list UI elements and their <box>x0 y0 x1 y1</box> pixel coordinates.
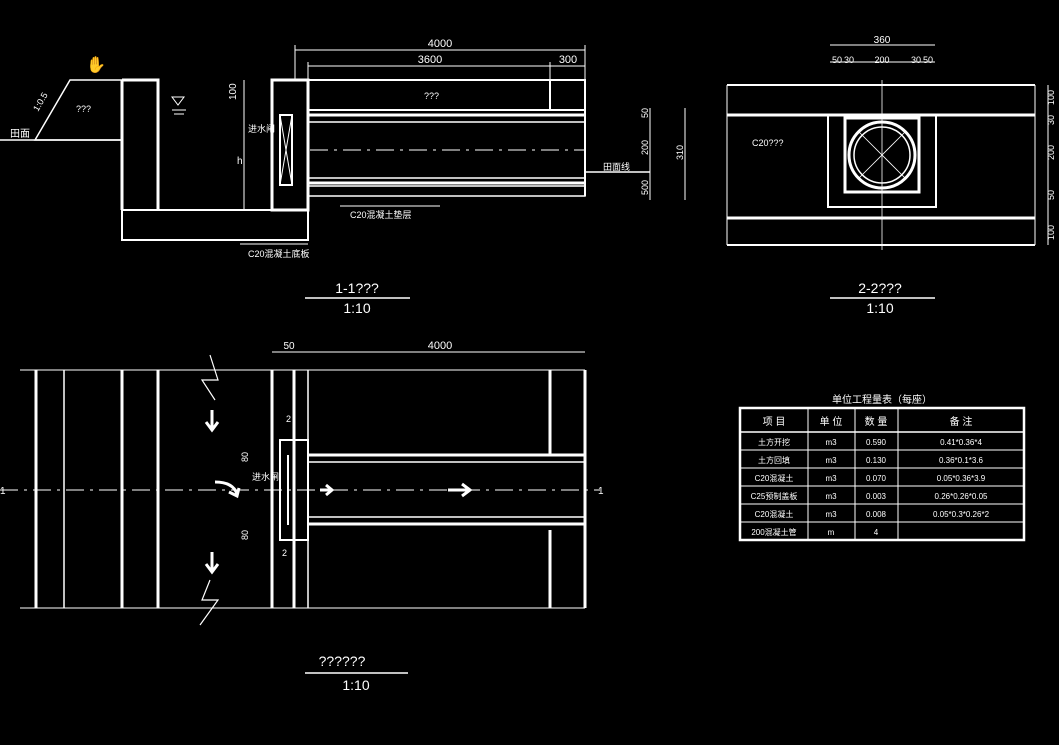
c20-top-label: C20混凝土垫层 <box>350 209 412 220</box>
cell: 土方回填 <box>758 455 790 465</box>
plan-dim-80-a: 80 <box>240 452 250 462</box>
dim-part-1: 50 <box>832 55 842 65</box>
hand-icon: ✋ <box>86 55 106 74</box>
c20-label: C20??? <box>752 138 784 148</box>
section-2-scale: 1:10 <box>866 300 893 316</box>
culvert-box <box>827 114 937 208</box>
dim-300: 300 <box>559 54 577 66</box>
dim-100: 100 <box>228 83 239 100</box>
section-1-scale: 1:10 <box>343 300 370 316</box>
table-title: 单位工程量表（每座） <box>832 393 932 406</box>
table-row: C25预制盖板 m3 0.003 0.26*0.26*0.05 <box>751 491 988 501</box>
cell: 0.003 <box>866 492 887 501</box>
cell: m3 <box>825 510 837 519</box>
cell: 0.590 <box>866 438 887 447</box>
slope-label: 1:0.5 <box>31 91 50 113</box>
cell: 4 <box>874 528 879 537</box>
cell: 0.05*0.36*3.9 <box>937 474 986 483</box>
plan-dim-4000: 4000 <box>428 340 452 352</box>
dim-part-5: 50 <box>923 55 933 65</box>
dim-360: 360 <box>874 35 891 46</box>
quantity-table: 单位工程量表（每座） 项 目 单 位 数 量 备 注 土方开挖 m3 0.590… <box>738 393 1026 542</box>
cell: C20混凝土 <box>755 509 794 519</box>
field-label-right: 田面线 <box>603 161 630 172</box>
cell: C25预制盖板 <box>751 491 798 501</box>
cell: m3 <box>825 456 837 465</box>
field-label-left: 田面 <box>10 129 30 140</box>
fill-label: ??? <box>76 104 91 114</box>
header-qty: 数 量 <box>865 415 888 428</box>
section-1-dimensions <box>294 45 586 80</box>
cell: m3 <box>825 474 837 483</box>
header-item: 项 目 <box>763 416 786 428</box>
table-row: C20混凝土 m3 0.070 0.05*0.36*3.9 <box>755 473 986 483</box>
cell: 200混凝土管 <box>751 527 796 537</box>
dim-right-4: 200 <box>1046 145 1056 160</box>
plan-gate-label: 进水闸 <box>252 471 279 482</box>
dim-500: 500 <box>640 180 650 195</box>
c20-bottom-label: C20混凝土底板 <box>248 248 310 259</box>
dim-h: h <box>237 156 243 167</box>
gate-label: 进水闸 <box>248 123 275 134</box>
plan-mark-2-bottom: 2 <box>282 548 287 558</box>
table-row: C20混凝土 m3 0.008 0.05*0.3*0.26*2 <box>755 509 990 519</box>
header-unit: 单 位 <box>820 415 843 428</box>
plan-mark-1-left: 1 <box>0 486 6 497</box>
cell: 土方开挖 <box>758 437 790 447</box>
dim-part-4: 30 <box>911 55 921 65</box>
plan-title: ?????? <box>319 653 366 669</box>
cell: 0.26*0.26*0.05 <box>935 492 988 501</box>
cell: C20混凝土 <box>755 473 794 483</box>
table-row: 200混凝土管 m 4 <box>751 527 878 537</box>
header-note: 备 注 <box>950 415 973 428</box>
table-row: 土方回填 m3 0.130 0.36*0.1*3.6 <box>758 455 984 465</box>
plan-scale: 1:10 <box>342 677 369 693</box>
section-2-2: 360 50 30 200 30 50 C20??? 100 30 200 50… <box>726 35 1056 316</box>
fill-label-2: ??? <box>424 91 439 101</box>
dim-part-3: 200 <box>874 55 889 65</box>
plan-view: 50 4000 80 80 2 2 1 1 <box>0 340 604 693</box>
plan-dim-80-b: 80 <box>240 530 250 540</box>
cell: 0.130 <box>866 456 887 465</box>
cell: 0.070 <box>866 474 887 483</box>
dim-part-2: 30 <box>844 55 854 65</box>
dim-3600: 3600 <box>418 54 442 66</box>
cell: m <box>828 528 835 537</box>
dim-right-7: 100 <box>1046 225 1056 240</box>
dim-310: 310 <box>675 145 685 160</box>
section-2-title: 2-2??? <box>858 280 902 296</box>
cell: m3 <box>825 438 837 447</box>
dim-right-1: 100 <box>1046 90 1056 105</box>
dim-200: 200 <box>640 140 650 155</box>
section-1-1: 4000 3600 300 ??? 1:0.5 ✋ 田面 C20混凝土底板 10… <box>0 38 686 316</box>
dim-right-5: 50 <box>1046 190 1056 200</box>
cell: 0.008 <box>866 510 887 519</box>
section-1-title: 1-1??? <box>335 280 379 296</box>
plan-mark-1-right: 1 <box>598 486 604 497</box>
plan-dim-50: 50 <box>283 341 295 352</box>
dim-4000: 4000 <box>428 38 452 50</box>
cell: 0.05*0.3*0.26*2 <box>933 510 990 519</box>
cell: 0.41*0.36*4 <box>940 438 982 447</box>
dim-right-2: 30 <box>1046 115 1056 125</box>
plan-mark-2-top: 2 <box>286 414 291 424</box>
table-row: 土方开挖 m3 0.590 0.41*0.36*4 <box>758 437 982 447</box>
dim-50-a: 50 <box>640 108 650 118</box>
c20-base-slab <box>121 209 309 241</box>
cell: m3 <box>825 492 837 501</box>
cell: 0.36*0.1*3.6 <box>939 456 984 465</box>
